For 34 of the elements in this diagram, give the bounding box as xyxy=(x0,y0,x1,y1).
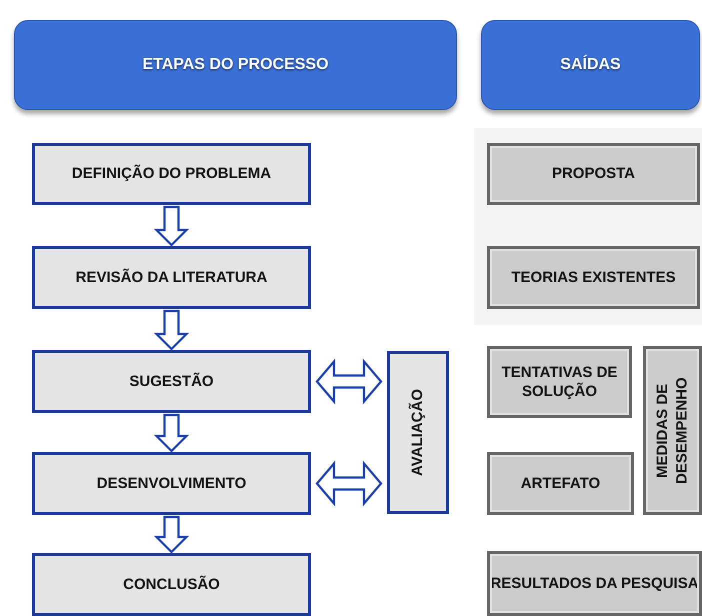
output-box xyxy=(487,143,700,205)
block-arrow xyxy=(154,206,190,247)
evaluation-box xyxy=(387,351,449,514)
block-arrow xyxy=(316,358,382,404)
process-box xyxy=(32,452,311,515)
output-box xyxy=(487,246,700,309)
block-arrow xyxy=(154,310,190,351)
box-label: TENTATIVAS DE SOLUÇÃO xyxy=(500,362,618,402)
box-label: SUGESTÃO xyxy=(129,372,214,392)
box-label: TEORIAS EXISTENTES xyxy=(511,268,676,288)
box-label: MEDIDAS DE DESEMPENHO xyxy=(653,376,692,486)
block-arrow xyxy=(154,414,190,453)
output-box xyxy=(487,452,634,515)
box-label: DEFINIÇÃO DO PROBLEMA xyxy=(72,164,272,184)
box-label: RESULTADOS DA PESQUISA xyxy=(490,574,699,594)
block-arrow xyxy=(316,460,382,506)
process-box xyxy=(32,553,311,616)
output-box xyxy=(643,346,702,515)
box-label: AVALIAÇÃO xyxy=(408,389,428,476)
block-arrow xyxy=(154,516,190,554)
box-label: REVISÃO DA LITERATURA xyxy=(76,268,268,288)
process-box xyxy=(32,350,311,413)
column-header xyxy=(14,20,457,110)
box-label: DESENVOLVIMENTO xyxy=(96,474,246,494)
box-label: ARTEFATO xyxy=(520,474,600,494)
box-label: ETAPAS DO PROCESSO xyxy=(142,54,329,75)
box-label: CONCLUSÃO xyxy=(123,574,220,594)
process-box xyxy=(32,143,311,205)
column-header xyxy=(481,20,700,110)
box-label: PROPOSTA xyxy=(552,164,636,184)
box-label: SAÍDAS xyxy=(560,54,621,75)
output-box xyxy=(487,551,702,616)
output-box xyxy=(487,346,632,418)
process-box xyxy=(32,246,311,309)
